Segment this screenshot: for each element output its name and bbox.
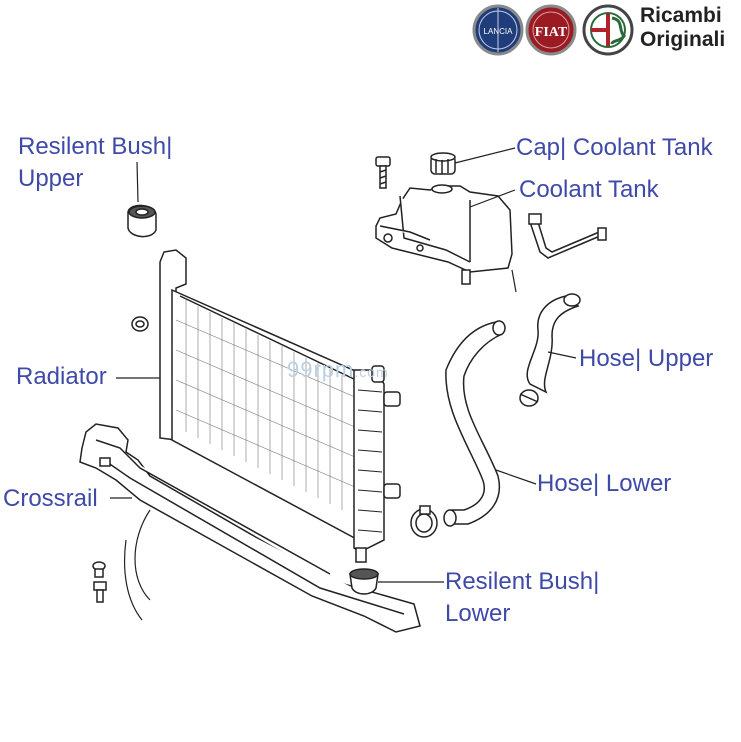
lancia-logo-text: LANCIA: [484, 27, 514, 36]
label-hose-lower: Hose| Lower: [537, 470, 672, 497]
brand-line-2: Originali: [640, 28, 726, 51]
fiat-logo-text: FIAT: [535, 25, 568, 40]
resilient-bush-lower: [349, 568, 379, 595]
resilient-bush-upper: [127, 204, 157, 238]
label-bush-upper-line1: Resilent Bush|: [18, 133, 173, 160]
lancia-logo: LANCIA: [472, 4, 524, 56]
label-radiator: Radiator: [16, 363, 107, 390]
brand-line-1: Ricambi: [640, 4, 722, 27]
watermark: 99rpm.com: [287, 357, 389, 383]
label-bush-upper-line2: Upper: [18, 165, 84, 192]
label-bush-lower-line2: Lower: [445, 600, 511, 627]
hose-upper: [519, 293, 581, 407]
label-hose-upper: Hose| Upper: [579, 345, 714, 372]
brand-text: Ricambi Originali: [640, 4, 725, 52]
alfa-romeo-logo: [582, 4, 634, 56]
shroud-outline: [123, 509, 151, 621]
watermark-main: 99rpm: [287, 357, 355, 382]
fiat-logo: FIAT: [525, 4, 577, 56]
watermark-suffix: .com: [354, 364, 389, 380]
coolant-tank-cap: [430, 152, 456, 175]
lower-bolts: [92, 561, 107, 603]
hose-lower: [443, 320, 506, 527]
tank-bolt: [375, 156, 391, 189]
tank-return-hose: [528, 213, 607, 259]
label-cap-coolant-tank: Cap| Coolant Tank: [516, 134, 713, 161]
label-bush-lower-line1: Resilent Bush|: [445, 568, 600, 595]
hose-clamp: [410, 505, 438, 538]
radiator: [159, 249, 401, 563]
coolant-tank: [375, 184, 513, 285]
label-coolant-tank: Coolant Tank: [519, 176, 659, 203]
crossrail: [79, 423, 421, 633]
grommet: [131, 316, 149, 332]
label-crossrail: Crossrail: [3, 485, 98, 512]
